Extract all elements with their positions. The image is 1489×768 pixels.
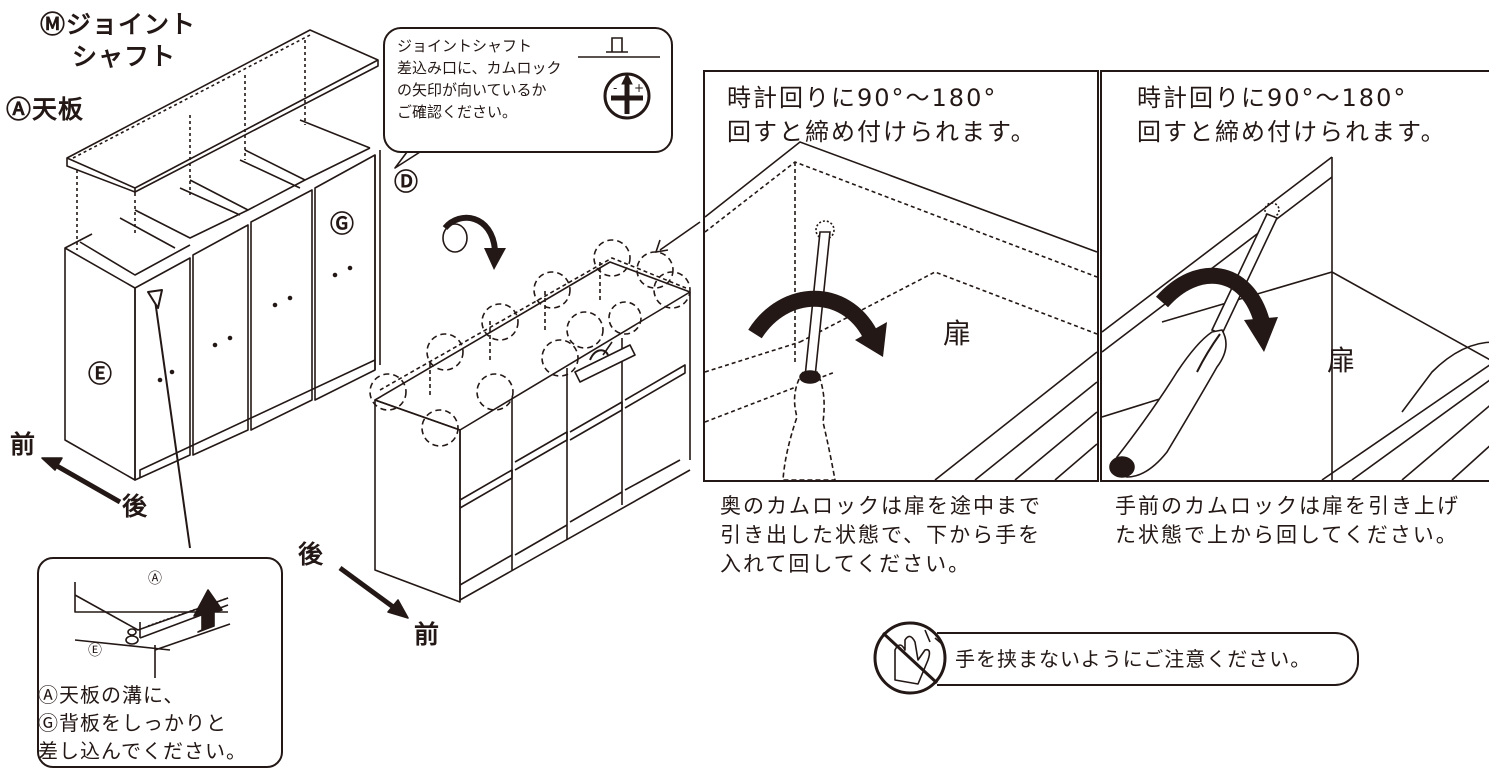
inset-line-3: 差し込んでください。 xyxy=(38,739,247,763)
panel-left-line-1: 時計回りに90°～180° xyxy=(727,84,998,112)
warning-box xyxy=(937,632,1359,686)
warning-text: 手を挟まないようにご注意ください。 xyxy=(955,647,1312,671)
inset-marker-a: Ⓐ xyxy=(148,571,162,587)
panel-left-drawing xyxy=(705,141,1097,480)
callout-line-2: 差込み口に、カムロック xyxy=(397,59,562,77)
rotate-arrow-icon xyxy=(1244,317,1278,352)
up-arrow-icon xyxy=(193,589,223,633)
panel-right-caption-2: た状態で上から回してください。 xyxy=(1115,523,1459,547)
panel-left-door-label: 扉 xyxy=(943,317,973,350)
panel-back-camlock: 時計回りに90°～180° 回すと締め付けられます。 xyxy=(703,70,1099,482)
panel-left-caption-1: 奥のカムロックは扉を途中まで xyxy=(720,494,1042,518)
back-label-left: 後 xyxy=(122,492,149,521)
inset-marker-e: Ⓔ xyxy=(88,643,102,659)
front-label-left: 前 xyxy=(10,430,37,459)
shaft-guide-lines xyxy=(76,40,306,250)
top-board-label: Ⓐ天板 xyxy=(6,95,85,124)
top-board-shape xyxy=(66,29,379,196)
joint-shaft-label-line2: シャフト xyxy=(72,42,177,71)
panel-pointer-arrow xyxy=(655,221,701,253)
callout-line-4: ご確認ください。 xyxy=(397,103,518,121)
inset-line-2: Ⓖ背板をしっかりと xyxy=(38,711,227,735)
screwdriver-icon xyxy=(782,231,836,480)
panel-right-line-1: 時計回りに90°～180° xyxy=(1137,84,1408,112)
panel-right-line-2: 回すと締め付けられます。 xyxy=(1137,118,1447,146)
svg-text:+: + xyxy=(634,81,644,95)
front-label-middle: 前 xyxy=(414,620,441,649)
direction-arrow-left xyxy=(41,457,122,505)
callout-line-3: の矢印が向いているか xyxy=(397,81,547,99)
panel-right-caption-1: 手前のカムロックは扉を引き上げ xyxy=(1115,494,1460,518)
rotate-arrow-icon xyxy=(442,214,506,270)
panel-right-door-label: 扉 xyxy=(1327,344,1357,377)
svg-text:-: - xyxy=(613,81,617,95)
panel-front-camlock: 時計回りに90°～180° 回すと締め付けられます。 xyxy=(1100,70,1489,482)
part-e-label: Ⓔ xyxy=(88,360,113,388)
panel-left-caption-3: 入れて回してください。 xyxy=(720,552,972,576)
screwdriver-icon xyxy=(1109,212,1279,478)
cabinet-left-shape xyxy=(64,119,381,481)
part-d-label: Ⓓ xyxy=(394,168,419,196)
groove-inset-box xyxy=(37,557,283,768)
inset-line-1: Ⓐ天板の溝に、 xyxy=(38,683,185,707)
callout-line-1: ジョイントシャフト xyxy=(397,37,533,55)
groove-inset-drawing xyxy=(74,582,231,678)
panel-left-line-2: 回すと締め付けられます。 xyxy=(727,118,1037,146)
panel-left-caption-2: 引き出した状態で、下から手を xyxy=(720,523,1042,547)
cabinet-middle-shape xyxy=(369,239,691,603)
back-label-middle: 後 xyxy=(298,540,325,569)
groove-pointer-arrow xyxy=(147,289,191,549)
joint-shaft-label: Ⓜジョイント xyxy=(40,10,197,39)
direction-arrow-middle xyxy=(338,565,409,619)
part-g-label: Ⓖ xyxy=(330,210,355,238)
rotate-arrow-icon xyxy=(855,322,887,357)
panel-right-drawing xyxy=(1102,156,1489,480)
